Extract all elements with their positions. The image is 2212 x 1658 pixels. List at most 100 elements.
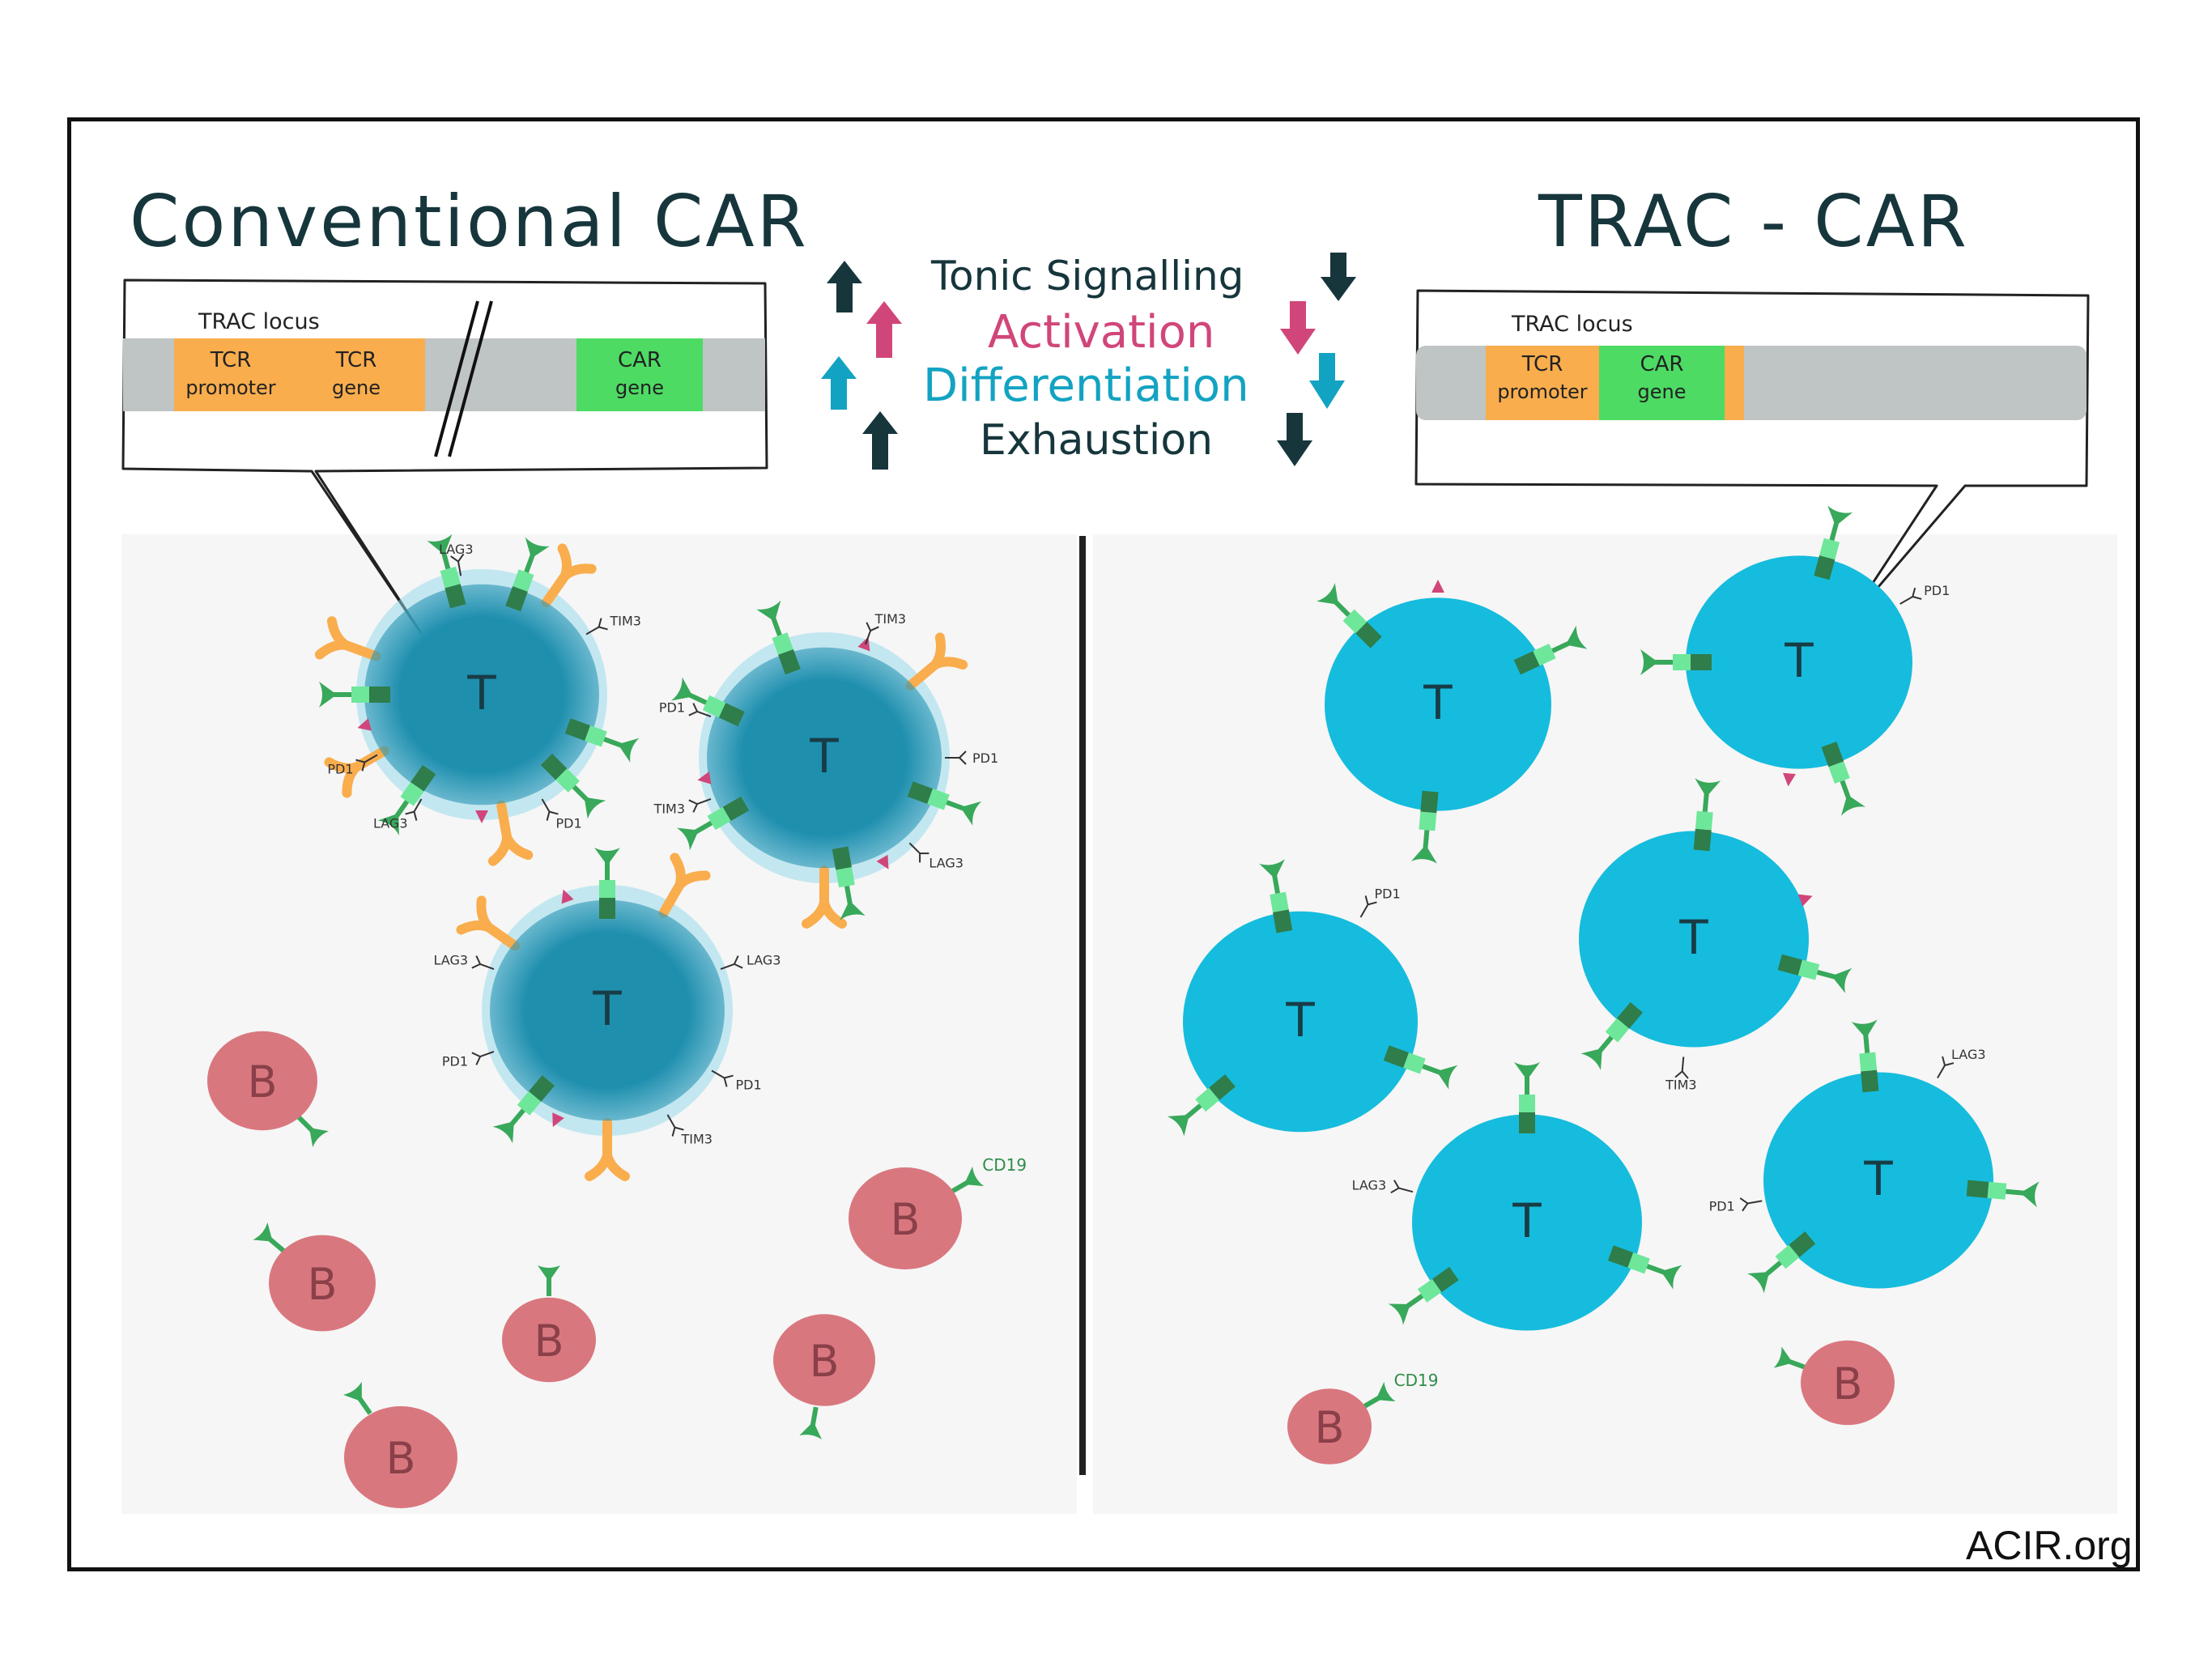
checkpoint-receptor: TIM3 [585, 614, 641, 636]
legend-exhaustion: Exhaustion [980, 416, 1214, 465]
car-receptor [1640, 649, 1712, 675]
checkpoint-label: TIM3 [874, 611, 906, 627]
t-cell-body [490, 899, 725, 1121]
car-receptor [1513, 625, 1588, 675]
b-cell-label: B [890, 1194, 920, 1245]
activation-marker [1431, 580, 1444, 593]
b-cell-body [1801, 1340, 1895, 1426]
car-receptor [907, 781, 982, 826]
legend-activation: Activation [988, 306, 1215, 359]
arrow-down-exhaustion-icon [1277, 413, 1312, 466]
checkpoint-receptor: PD1 [945, 750, 998, 766]
car-receptor [1607, 1245, 1682, 1290]
checkpoint-receptor: PD1 [541, 798, 582, 831]
t-cell-label: T [1285, 993, 1315, 1048]
cd19-receptor [1362, 1381, 1396, 1409]
conventional-car-title: Conventional CAR [130, 180, 809, 263]
checkpoint-label: LAG3 [929, 855, 963, 870]
checkpoint-receptor: LAG3 [908, 842, 963, 870]
diagram-frame [67, 117, 2140, 1571]
checkpoint-receptor: LAG3 [373, 798, 423, 831]
tcr-receptor [314, 616, 381, 661]
checkpoint-receptor: LAG3 [439, 542, 474, 576]
cd19-receptor [799, 1406, 822, 1439]
tcr-receptor [487, 800, 534, 866]
checkpoint-label: PD1 [1924, 583, 1950, 598]
activation-marker [697, 771, 712, 784]
checkpoint-label: TIM3 [609, 614, 640, 629]
t-cell-label: T [1863, 1151, 1893, 1206]
car-receptor [1821, 742, 1866, 816]
b-cell-label: B [247, 1056, 277, 1107]
cd19-receptor [253, 1222, 286, 1253]
car-receptor [1747, 1231, 1816, 1294]
trac-t-cell: T [1317, 580, 1588, 864]
b-cell-body [207, 1031, 317, 1131]
trac-locus-label: TRAC locus [198, 309, 320, 334]
b-cell-label: B [809, 1336, 839, 1387]
checkpoint-receptor: TIM3 [666, 1114, 713, 1146]
car-receptor [319, 682, 390, 708]
car-receptor [1167, 1073, 1236, 1137]
checkpoint-label: LAG3 [434, 952, 469, 967]
checkpoint-receptor: LAG3 [1937, 1047, 1986, 1079]
car-gene-block [576, 338, 703, 411]
b-cell-body [849, 1167, 962, 1269]
checkpoint-label: PD1 [735, 1078, 761, 1093]
b-cell-label: B [534, 1316, 564, 1367]
checkpoint-label: PD1 [659, 699, 685, 715]
acir-credit: ACIR.org [1966, 1523, 2133, 1568]
checkpoint-receptor: PD1 [659, 699, 712, 717]
car-receptor [1514, 1062, 1540, 1133]
t-cell-body [1763, 1072, 1993, 1289]
car-receptor [377, 764, 436, 835]
checkpoint-label: TIM3 [1665, 1077, 1696, 1092]
cd19-receptor [950, 1166, 985, 1194]
checkpoint-receptor: LAG3 [434, 952, 495, 970]
car-receptor [1851, 1019, 1879, 1093]
t-cell-body [1325, 597, 1551, 811]
trac-car-title: TRAC - CAR [1538, 180, 1969, 263]
tcr-promoter-block [1486, 346, 1599, 420]
checkpoint-label: PD1 [442, 1054, 468, 1069]
car-receptor [832, 846, 866, 920]
t-cell-body [1183, 911, 1418, 1133]
car-receptor [1814, 505, 1853, 580]
t-cell-label: T [592, 981, 622, 1036]
checkpoint-label: LAG3 [439, 542, 474, 557]
checkpoint-label: PD1 [556, 815, 582, 831]
checkpoint-receptor: PD1 [1899, 583, 1950, 605]
checkpoint-label: PD1 [327, 762, 353, 777]
b-cell-body [344, 1406, 457, 1508]
callout-bubble [121, 278, 768, 635]
cd19-receptor [297, 1116, 330, 1148]
car-receptor [1259, 859, 1293, 933]
arrow-down-activation-icon [1280, 301, 1316, 355]
t-cell-body [1686, 555, 1912, 769]
tcr-receptor [905, 632, 968, 691]
b-cell: B [773, 1314, 875, 1439]
activation-marker [552, 1112, 564, 1128]
activation-marker [1797, 894, 1813, 907]
checkpoint-receptor: TIM3 [865, 611, 906, 645]
b-cell-label: B [385, 1433, 415, 1484]
checkpoint-label: TIM3 [681, 1131, 713, 1146]
b-cell: B [1773, 1340, 1895, 1426]
checkpoint-receptor: TIM3 [653, 798, 712, 817]
tcr-receptor [658, 852, 711, 918]
car-receptor [756, 600, 801, 675]
car-receptor [594, 848, 620, 919]
